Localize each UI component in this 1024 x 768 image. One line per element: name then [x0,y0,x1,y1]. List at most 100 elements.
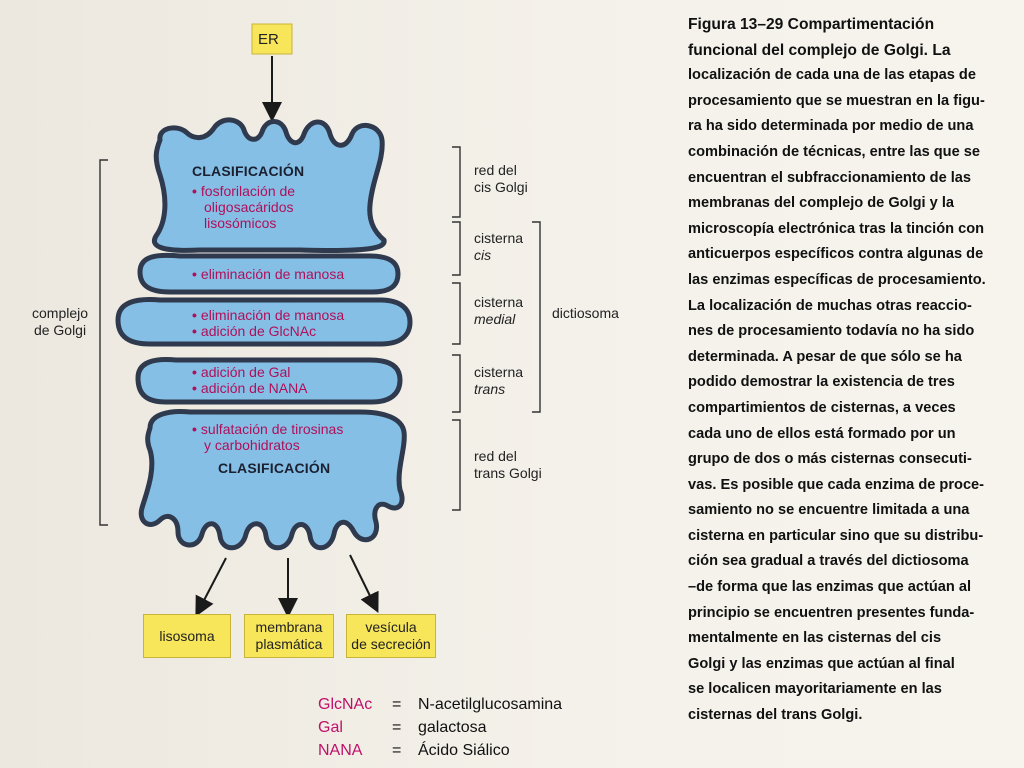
enzyme-line: lisosómicos [192,215,276,231]
caption-line: podido demostrar la existencia de tres [688,370,1018,396]
caption-line: mentalmente en las cisternas del cis [688,626,1018,652]
arrow-to-secretion [350,555,374,604]
bracket-trans-network [452,420,460,510]
label-line: trans Golgi [474,465,542,481]
legend-full: N-acetilglucosamina [418,696,562,713]
enzyme-line: eliminación de manosa [201,266,344,282]
enzyme-line: sulfatación de tirosinas [201,421,343,437]
cis-network-title: CLASIFICACIÓN [192,163,304,180]
bracket-cis-network [452,147,460,217]
label-medial: cisterna medial [474,294,523,328]
caption-line: grupo de dos o más cisternas consecuti- [688,447,1018,473]
caption-line: cisternas del trans Golgi. [688,703,1018,729]
legend-abbr: Gal [318,716,392,739]
enzyme-medial: •eliminación de manosa •adición de GlcNA… [192,307,344,339]
enzyme-line: oligosacáridos [192,199,294,215]
golgi-complex-line: de Golgi [34,322,86,338]
bracket-medial [452,283,460,344]
destination-label: vesícula de secreción [351,619,430,653]
destination-line: vesícula [365,619,416,635]
caption-title-line: Figura 13–29 Compartimentación [688,12,1018,38]
label-trans: cisterna trans [474,364,523,398]
destination-label: lisosoma [159,628,214,645]
label-dictyosome: dictiosoma [552,305,619,322]
destination-line: de secreción [351,636,430,652]
golgi-complex-line: complejo [32,305,88,321]
enzyme-line: eliminación de manosa [201,307,344,323]
arrow-to-lysosome [200,558,226,608]
caption-line: cada uno de ellos está formado por un [688,422,1018,448]
caption-line: La localización de muchas otras reaccio- [688,294,1018,320]
enzyme-trans-network: •sulfatación de tirosinas y carbohidrato… [192,421,343,453]
caption-line: encuentran el subfraccionamiento de las [688,166,1018,192]
caption-line: principio se encuentren presentes funda- [688,601,1018,627]
caption-line: procesamiento que se muestran en la figu… [688,89,1018,115]
enzyme-line: adición de Gal [201,364,291,380]
destination-lysosome: lisosoma [143,614,231,658]
caption-line: vas. Es posible que cada enzima de proce… [688,473,1018,499]
destination-line: plasmática [256,636,323,652]
caption-line: cisterna en particular sino que su distr… [688,524,1018,550]
legend-full: galactosa [418,719,487,736]
legend-row: GlcNAc=N-acetilglucosamina [318,693,562,716]
label-line: cis [474,247,491,263]
legend-abbr: GlcNAc [318,693,392,716]
caption-line: combinación de técnicas, entre las que s… [688,140,1018,166]
legend-eq: = [392,693,418,716]
bullet-icon: • [192,183,197,199]
label-line: cisterna [474,364,523,380]
destination-label: membrana plasmática [256,619,323,653]
golgi-complex-label: complejo de Golgi [32,305,88,339]
label-trans-network: red del trans Golgi [474,448,542,482]
destination-secretory-vesicle: vesícula de secreción [346,614,436,658]
caption-line: determinada. A pesar de que sólo se ha [688,345,1018,371]
bullet-icon: • [192,266,197,282]
bullet-icon: • [192,323,197,339]
label-line: trans [474,381,505,397]
caption-line: ción sea gradual a través del dictiosoma [688,549,1018,575]
er-label: ER [258,31,279,48]
label-line: red del [474,162,517,178]
label-line: cis Golgi [474,179,528,195]
label-line: cisterna [474,294,523,310]
golgi-complex-bracket [100,160,108,525]
caption-line: microscopía electrónica tras la tinción … [688,217,1018,243]
enzyme-line: y carbohidratos [192,437,300,453]
bracket-dictyosome [532,222,540,412]
legend-full: Ácido Siálico [418,742,510,759]
caption-line: anticuerpos específicos contra algunas d… [688,242,1018,268]
label-line: cisterna [474,230,523,246]
caption-line: nes de procesamiento todavía no ha sido [688,319,1018,345]
destination-line: membrana [256,619,323,635]
label-cis: cisterna cis [474,230,523,264]
bullet-icon: • [192,364,197,380]
legend-abbr: NANA [318,739,392,762]
destination-plasma-membrane: membrana plasmática [244,614,334,658]
caption-line: localización de cada una de las etapas d… [688,63,1018,89]
bracket-cis [452,222,460,275]
legend-eq: = [392,739,418,762]
bullet-icon: • [192,307,197,323]
caption-line: ra ha sido determinada por medio de una [688,114,1018,140]
bracket-trans [452,355,460,412]
caption-line: –de forma que las enzimas que actúan al [688,575,1018,601]
label-line: medial [474,311,515,327]
label-line: red del [474,448,517,464]
enzyme-line: adición de GlcNAc [201,323,316,339]
caption-line: samiento no se encuentre limitada a una [688,498,1018,524]
enzyme-cis: •eliminación de manosa [192,266,344,282]
caption-title-line: funcional del complejo de Golgi. La [688,38,1018,64]
enzyme-trans: •adición de Gal •adición de NANA [192,364,308,396]
label-cis-network: red del cis Golgi [474,162,528,196]
enzyme-line: adición de NANA [201,380,308,396]
bullet-icon: • [192,380,197,396]
legend-eq: = [392,716,418,739]
enzyme-cis-network: •fosforilación de oligosacáridos lisosóm… [192,183,295,231]
trans-network-title: CLASIFICACIÓN [218,460,330,477]
abbreviation-legend: GlcNAc=N-acetilglucosamina Gal=galactosa… [318,693,562,762]
enzyme-line: fosforilación de [201,183,295,199]
legend-row: NANA=Ácido Siálico [318,739,562,762]
caption-line: compartimientos de cisternas, a veces [688,396,1018,422]
